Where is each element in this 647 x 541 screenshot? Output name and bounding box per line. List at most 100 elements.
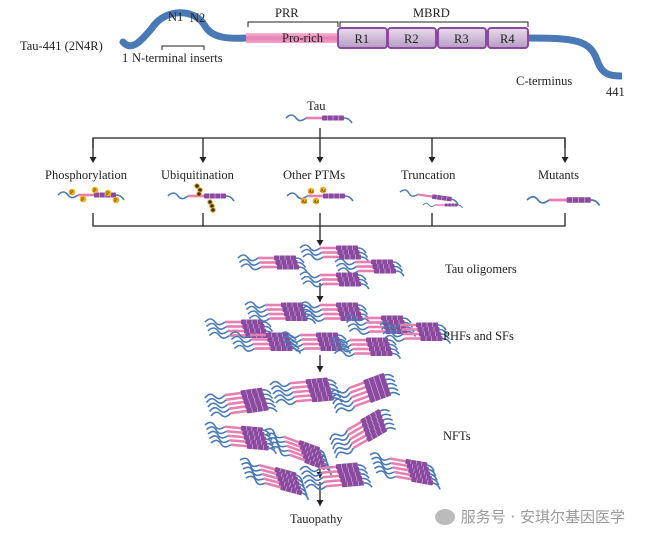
tau-c-tail bbox=[267, 442, 276, 450]
tau-pro-rich bbox=[349, 429, 365, 441]
tau-pro-rich bbox=[320, 246, 336, 250]
tau-n-tail bbox=[371, 456, 392, 466]
tau-n-tail bbox=[383, 334, 405, 342]
tau-repeat-divider bbox=[250, 388, 253, 394]
tau-n-tail bbox=[300, 305, 322, 313]
tau-repeat-divider bbox=[372, 391, 375, 397]
tau-aggregate-strand bbox=[204, 318, 272, 328]
start-residue: 1 bbox=[122, 51, 128, 65]
tau-pro-rich bbox=[230, 409, 247, 415]
tau-aggregate-strand bbox=[333, 386, 399, 409]
tau-n-tail bbox=[270, 385, 292, 392]
tau-repeat-divider bbox=[369, 414, 373, 419]
tau-repeat-divider bbox=[375, 415, 379, 421]
tau-repeat-divider bbox=[378, 374, 381, 380]
tau-pro-rich bbox=[435, 204, 445, 206]
tau-repeat-divider bbox=[377, 389, 380, 395]
tau-n-tail bbox=[267, 436, 288, 448]
tau-n-tail bbox=[302, 310, 324, 318]
tau-repeat-divider bbox=[417, 465, 419, 471]
tau-pro-rich bbox=[303, 342, 319, 346]
tau-n-tail bbox=[282, 340, 304, 348]
tau-c-tail bbox=[115, 194, 125, 201]
tau-pro-rich bbox=[258, 463, 276, 471]
tau-repeat-divider bbox=[381, 383, 384, 389]
tau-pro-rich bbox=[229, 334, 246, 337]
pro-rich-label: Pro-rich bbox=[282, 31, 324, 45]
repeat-box-3 bbox=[437, 27, 487, 49]
tau-repeat-divider bbox=[308, 459, 312, 465]
arrowhead bbox=[316, 157, 324, 163]
tau-aggregate-strand bbox=[332, 382, 398, 405]
tau-pro-rich bbox=[348, 381, 365, 390]
tau-c-tail bbox=[384, 373, 395, 378]
tau-repeat-divider bbox=[257, 392, 260, 398]
tau-c-tail bbox=[337, 334, 347, 341]
tau-c-tail bbox=[363, 482, 373, 488]
tau-aggregate-strand bbox=[302, 280, 370, 290]
tau-pro-rich bbox=[350, 338, 366, 342]
tau-aggregate-strand bbox=[330, 377, 396, 400]
tau-n-tail bbox=[210, 411, 232, 418]
tau-n-tail bbox=[275, 398, 297, 406]
tau-pro-rich bbox=[260, 468, 277, 476]
tau-repeat-divider bbox=[373, 411, 377, 417]
tau-aggregate-strand bbox=[299, 301, 367, 311]
tau-n-tail bbox=[269, 441, 289, 452]
tau-n-tail bbox=[232, 340, 254, 348]
tau-c-tail bbox=[439, 328, 449, 335]
tau-pro-rich bbox=[291, 385, 308, 390]
tau-pro-rich bbox=[289, 380, 306, 385]
tau-pro-rich bbox=[369, 330, 386, 333]
tau-pro-rich bbox=[225, 320, 241, 324]
tau-c-tail bbox=[432, 482, 441, 490]
tau-c-tail bbox=[290, 343, 300, 350]
tau-pro-rich bbox=[353, 347, 369, 351]
tau-pro-rich bbox=[266, 308, 283, 311]
tau-c-tail bbox=[307, 317, 317, 324]
tau-n-tail bbox=[241, 462, 262, 472]
ptm-mark bbox=[319, 186, 327, 194]
tau-pro-rich bbox=[354, 399, 371, 408]
tau-c-tail bbox=[428, 468, 437, 477]
tau-ubiquitinated bbox=[167, 192, 235, 202]
tau-aggregate-strand bbox=[244, 301, 312, 311]
tau-repeat-divider bbox=[372, 423, 376, 428]
tau-n-tail bbox=[344, 314, 366, 322]
tau-pro-rich bbox=[321, 470, 338, 475]
tau-pro-rich bbox=[354, 352, 371, 355]
wechat-icon bbox=[434, 508, 455, 525]
tau-aggregate-strand bbox=[374, 465, 440, 486]
tau-c-tail bbox=[382, 418, 394, 422]
tau-c-tail bbox=[266, 402, 277, 408]
tau-pro-rich bbox=[401, 328, 418, 331]
tau-c-tail bbox=[440, 333, 450, 340]
ptm-label: Ac bbox=[313, 199, 320, 205]
tau-repeat-divider bbox=[378, 424, 382, 430]
tau-pro-rich bbox=[259, 261, 276, 264]
tau-pro-rich bbox=[324, 317, 341, 320]
tau-c-tail bbox=[268, 407, 278, 413]
tau-pro-rich bbox=[224, 425, 241, 430]
tau-repeat-divider bbox=[285, 486, 288, 492]
tau-repeat-divider bbox=[290, 487, 293, 493]
tau-aggregate-strand bbox=[244, 471, 308, 496]
tau-aggregate-strand bbox=[210, 439, 278, 455]
tau-repeat-divider bbox=[249, 403, 252, 409]
tau-n-tail bbox=[369, 452, 391, 461]
modification-label-phosphorylation: Phosphorylation bbox=[45, 168, 128, 182]
tau-pro-rich bbox=[322, 474, 339, 479]
tau-c-tail bbox=[457, 204, 463, 209]
watermark: 服务号 · 安琪尔基因医学 bbox=[434, 506, 625, 527]
tau-repeat-divider bbox=[418, 469, 421, 475]
pro-rich-region bbox=[246, 33, 338, 43]
tau-pro-rich bbox=[78, 193, 94, 197]
tau-pro-rich bbox=[295, 398, 312, 403]
tau-repeat-divider bbox=[421, 478, 424, 484]
tau-n-tail bbox=[242, 466, 263, 477]
tau-repeat-divider bbox=[376, 385, 379, 391]
tau-repeat-divider bbox=[384, 392, 387, 398]
tau-aggregate-strand bbox=[300, 275, 369, 285]
prr-label: PRR bbox=[275, 6, 299, 20]
